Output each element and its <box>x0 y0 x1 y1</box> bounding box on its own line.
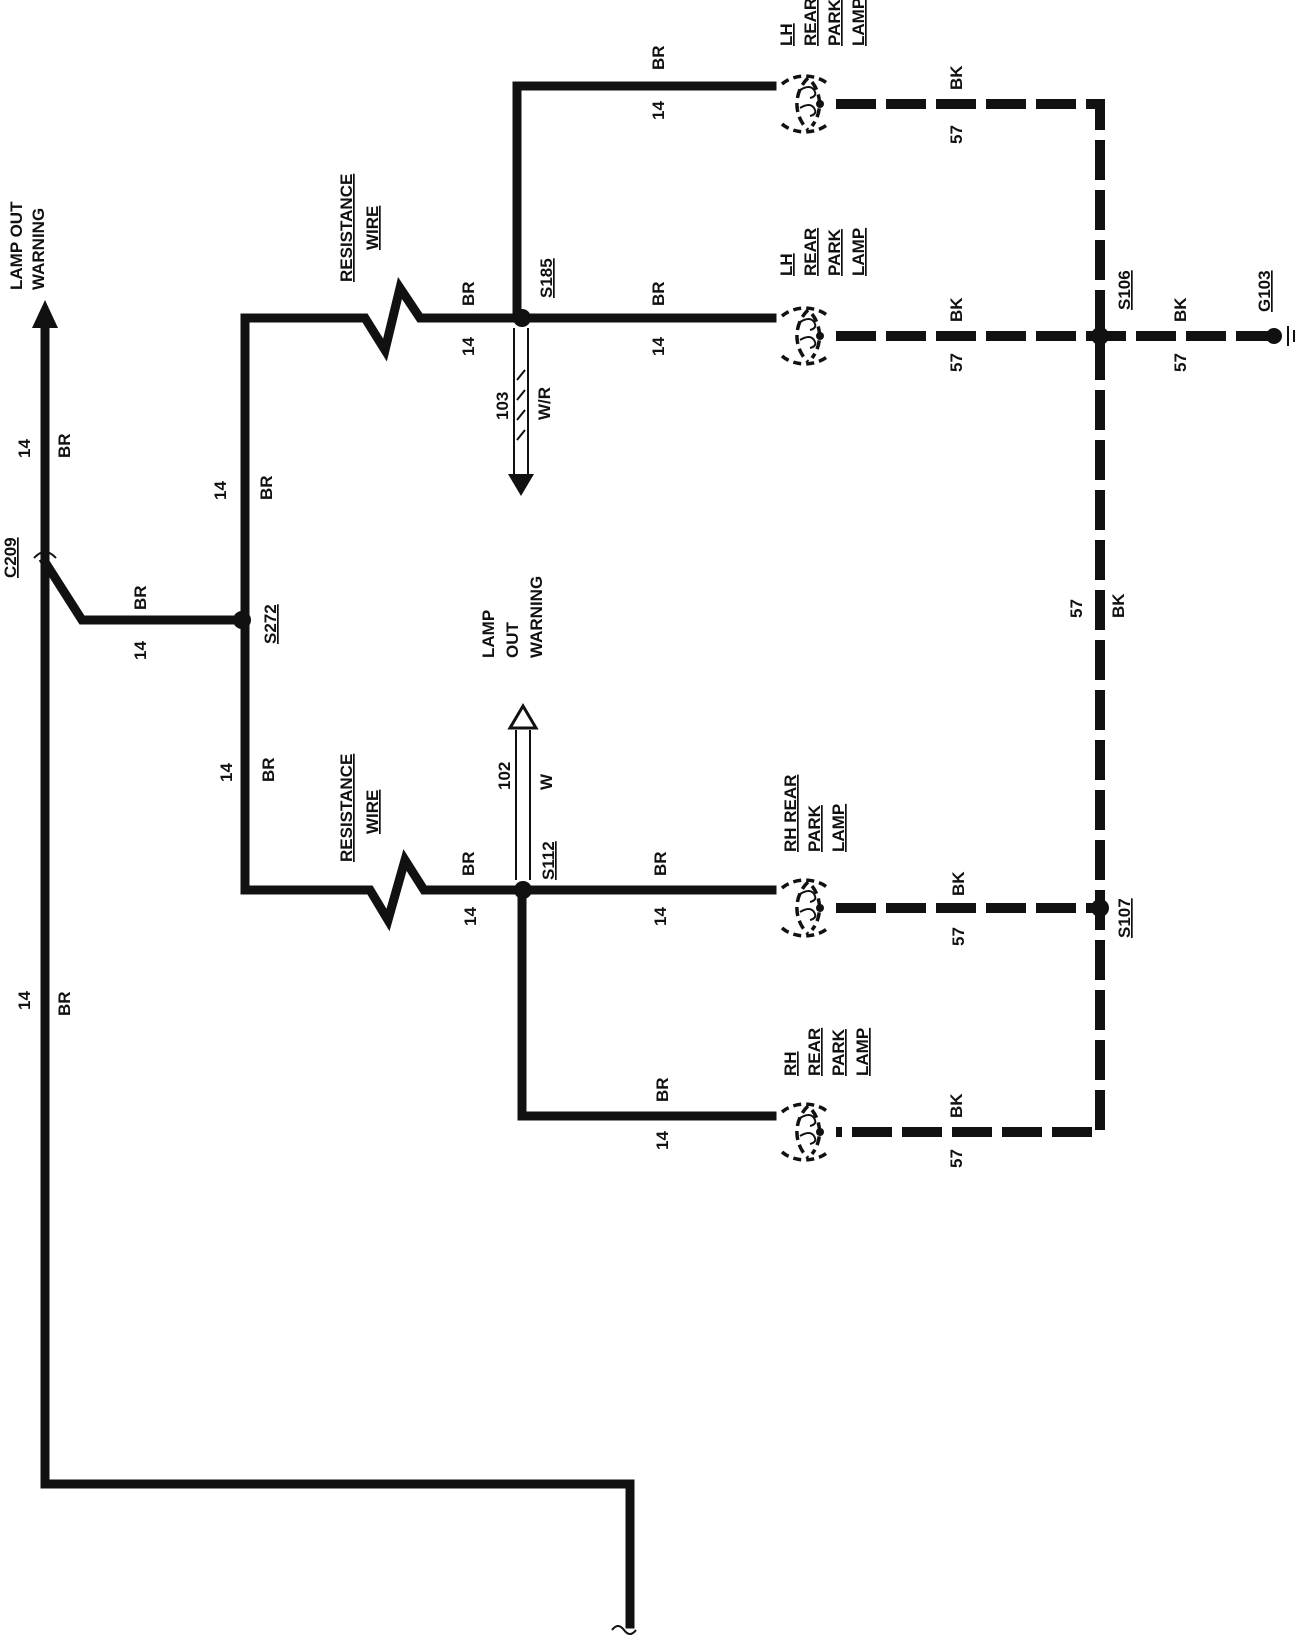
lamp-rh-rear-label: RH REAR <box>781 775 800 852</box>
splice-s107-label: S107 <box>1115 898 1134 938</box>
ground-g103-label: G103 <box>1255 270 1274 312</box>
color-label: BR <box>653 1077 672 1102</box>
gauge-label: 14 <box>211 481 230 500</box>
lamp-lamp-label: LAMP <box>849 0 868 46</box>
gauge-label: 14 <box>459 337 478 356</box>
gauge-label: 14 <box>15 991 34 1010</box>
ground-color-label: BK <box>947 297 966 322</box>
ground-color-label: BK <box>947 65 966 90</box>
lamp-rh-label: RH <box>781 1051 800 1076</box>
lh-rear-park-lamp-2 <box>780 306 830 366</box>
ground-gauge-label: 57 <box>1171 353 1190 372</box>
splice-s112-dot <box>514 881 532 899</box>
gauge-label: 14 <box>651 907 670 926</box>
lamp-lh-label: LH <box>777 23 796 46</box>
gauge-label: 14 <box>15 439 34 458</box>
s185-branch <box>508 81 777 496</box>
ground-color-label: BK <box>947 1093 966 1118</box>
connector-c209-label: C209 <box>1 537 20 578</box>
ground-color-label: BK <box>1109 593 1128 618</box>
splice-s272-dot <box>233 611 251 629</box>
ground-color-label: BK <box>1171 297 1190 322</box>
circuit-102-color-label: W <box>537 773 556 790</box>
lamp-rear-label: REAR <box>801 0 820 46</box>
lh-rear-park-lamp-1 <box>780 74 830 134</box>
ground-gauge-label: 57 <box>1067 599 1086 618</box>
splice-s112-label: S112 <box>539 841 558 880</box>
color-label: BR <box>259 757 278 782</box>
resistance-wire-label-3: RESISTANCE <box>337 754 356 862</box>
lamp-park-label: PARK <box>825 228 844 276</box>
arrow-down-icon <box>508 474 534 496</box>
lamp-lamp-label: LAMP <box>829 804 848 852</box>
circuit-102-label: 102 <box>495 762 514 790</box>
splice-s272-label: S272 <box>261 604 280 644</box>
rh-rear-park-lamp-1 <box>780 878 830 938</box>
color-label: BR <box>649 45 668 70</box>
circuit-103-color-label: W/R <box>535 387 554 420</box>
center-lamp-label: LAMP <box>479 610 498 658</box>
ground-gauge-label: 57 <box>947 125 966 144</box>
lamp-park-label: PARK <box>805 804 824 852</box>
color-label: BR <box>55 433 74 458</box>
lamp-rear-label: REAR <box>801 228 820 276</box>
color-label: BR <box>459 851 478 876</box>
lamp-out-warning-label-1: LAMP OUT <box>7 201 26 290</box>
lamp-out-warning-label-2: WARNING <box>29 208 48 290</box>
center-out-label: OUT <box>503 622 522 659</box>
ground-color-label: BK <box>949 871 968 896</box>
gauge-label: 14 <box>649 337 668 356</box>
splice-s106-label: S106 <box>1115 270 1134 310</box>
ground-g103-icon <box>1266 328 1282 344</box>
circuit-103-label: 103 <box>493 392 512 420</box>
splice-s185-label: S185 <box>537 258 556 298</box>
splice-s107-dot <box>1091 899 1109 917</box>
splice-s185-dot <box>513 309 531 327</box>
ground-gauge-label: 57 <box>947 1149 966 1168</box>
gauge-label: 14 <box>217 763 236 782</box>
connector-c209 <box>33 551 240 625</box>
resistance-wire-label-2: WIRE <box>363 206 382 250</box>
rh-rear-park-lamp-2 <box>780 1102 830 1162</box>
ground-gauge-label: 57 <box>947 353 966 372</box>
color-label: BR <box>651 851 670 876</box>
lamp-lamp-label: LAMP <box>849 228 868 276</box>
lamp-rear-label: REAR <box>805 1028 824 1076</box>
gauge-label: 14 <box>653 1131 672 1150</box>
resistance-wire-label-4: WIRE <box>363 790 382 834</box>
color-label: BR <box>649 281 668 306</box>
ground-wiring <box>836 99 1295 1137</box>
lamp-park-label: PARK <box>825 0 844 46</box>
s272-trunk <box>233 276 527 932</box>
color-label: BR <box>55 991 74 1016</box>
color-label: BR <box>459 281 478 306</box>
s112-branch <box>507 703 777 1121</box>
arrow-up-icon <box>32 300 58 328</box>
ground-gauge-label: 57 <box>949 927 968 946</box>
color-label: BR <box>257 475 276 500</box>
wire-break-icon <box>611 1625 637 1635</box>
arrow-up-outline-icon <box>507 703 539 730</box>
lamp-lamp-label: LAMP <box>853 1028 872 1076</box>
splice-s106-dot <box>1091 327 1109 345</box>
center-warning-label: WARNING <box>527 576 546 658</box>
resistance-wire-label-1: RESISTANCE <box>337 174 356 282</box>
gauge-label: 14 <box>131 641 150 660</box>
main-feed-wire <box>32 300 637 1635</box>
lamp-lh-label: LH <box>777 253 796 276</box>
gauge-label: 14 <box>649 101 668 120</box>
gauge-label: 14 <box>461 907 480 926</box>
lamp-park-label: PARK <box>829 1028 848 1076</box>
color-label: BR <box>131 585 150 610</box>
